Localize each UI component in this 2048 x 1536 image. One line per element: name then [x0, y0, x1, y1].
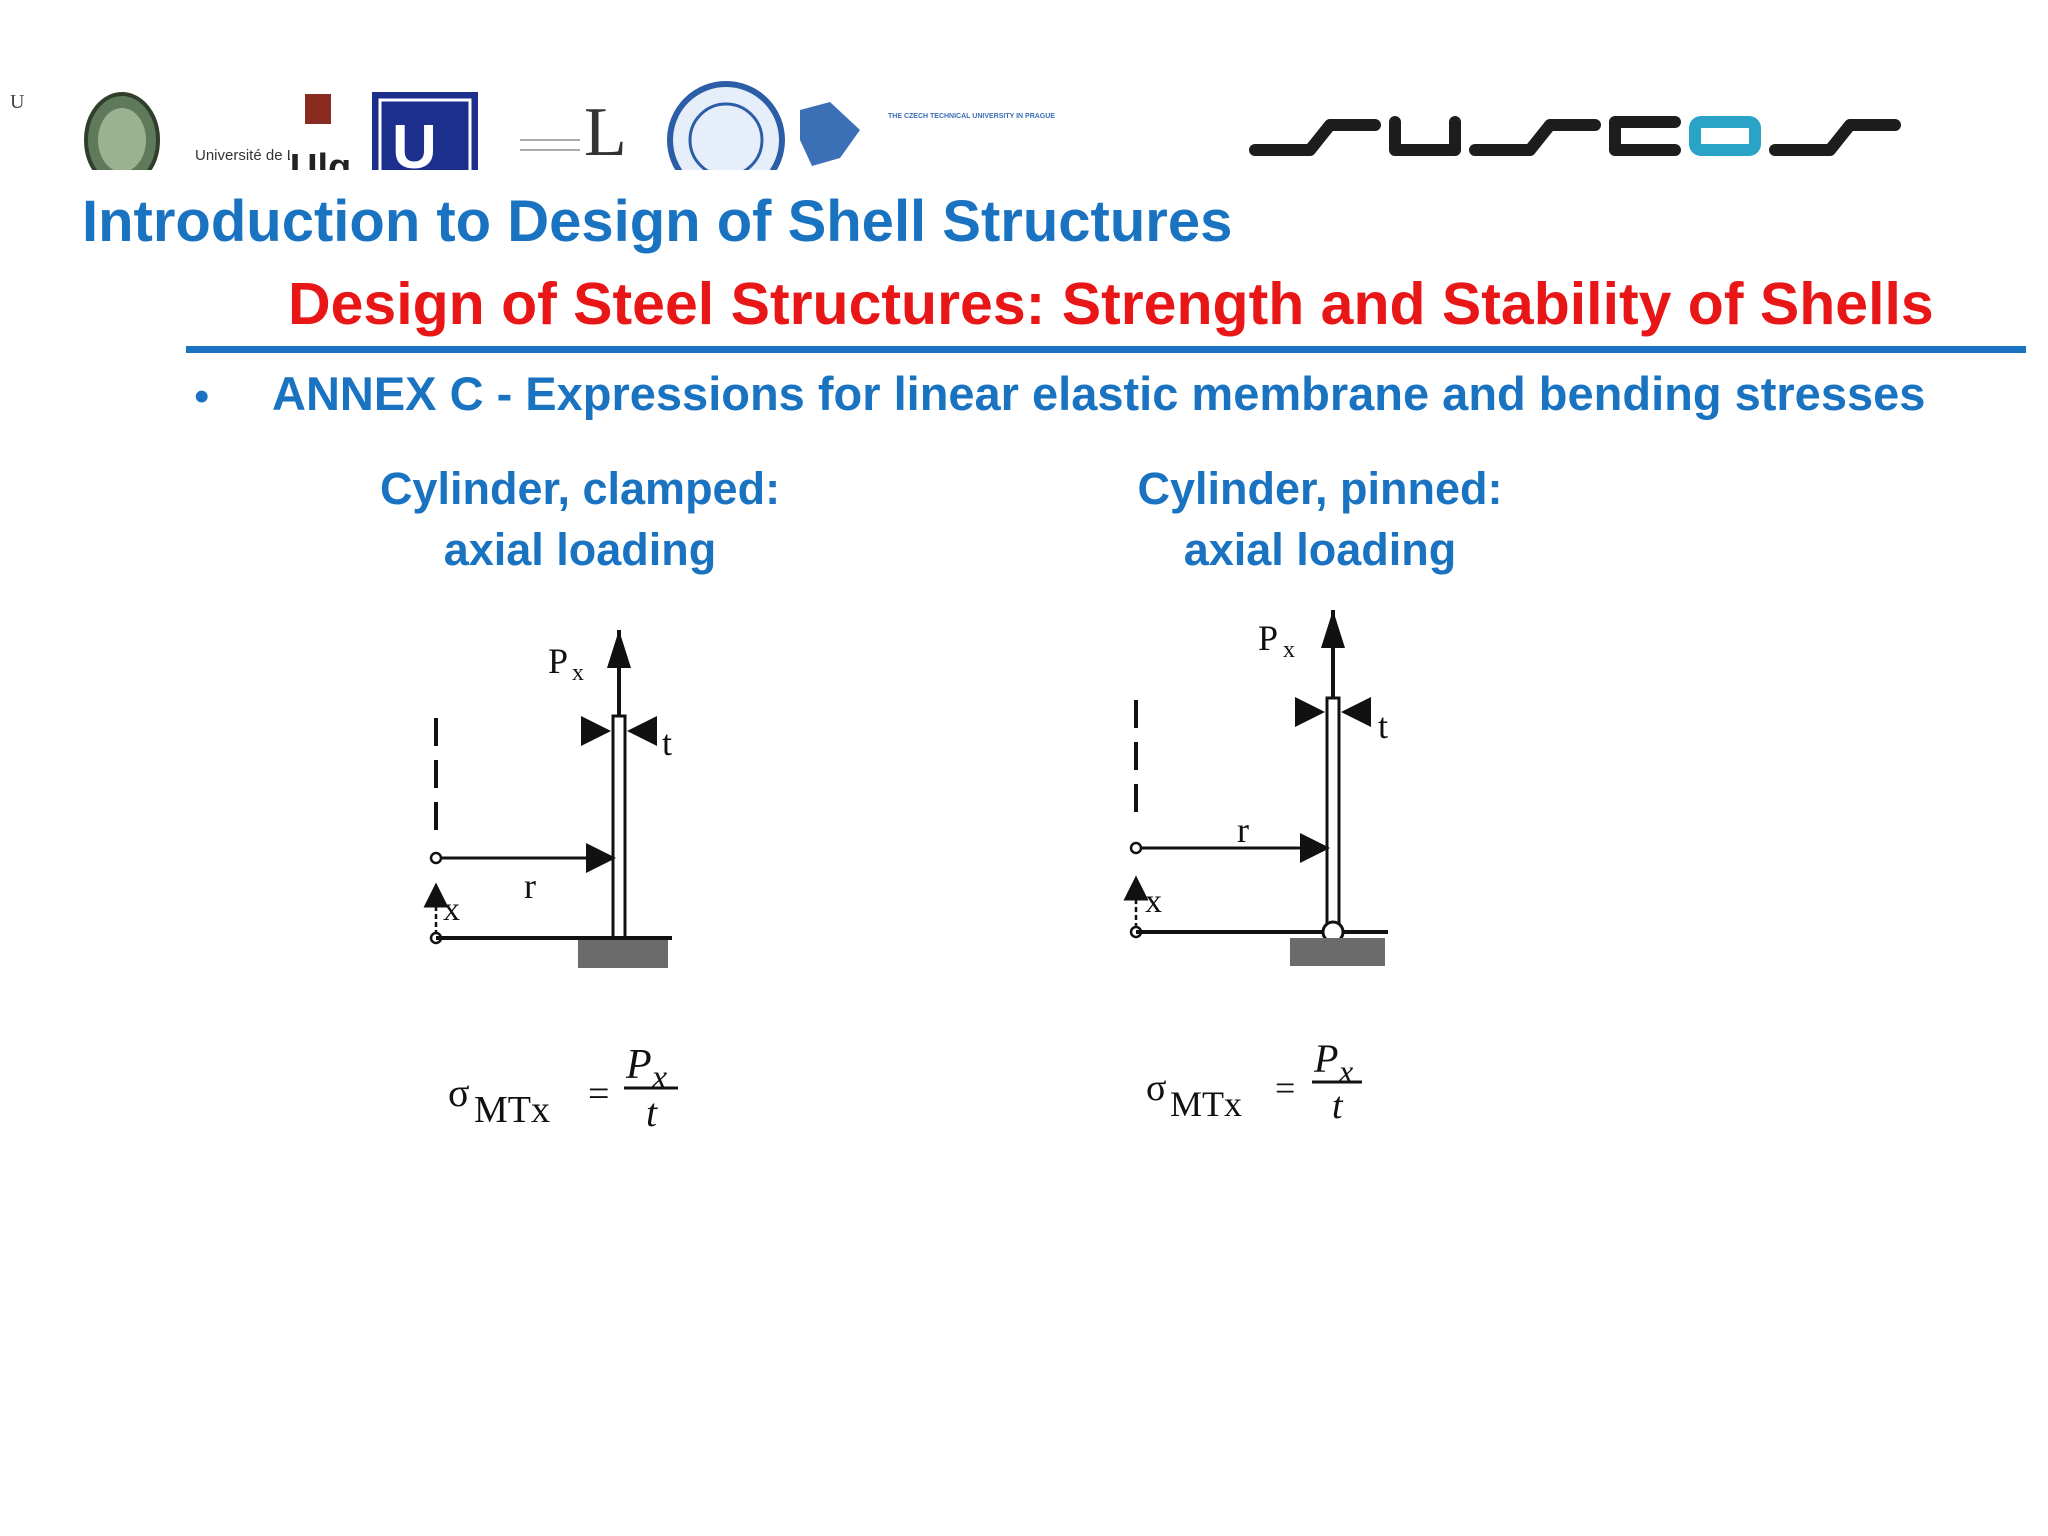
load-arrow-head: [1321, 610, 1345, 648]
case-title-pinned: Cylinder, pinned: axial loading: [1100, 458, 1540, 580]
svg-text:THE CZECH TECHNICAL UNIVERSITY: THE CZECH TECHNICAL UNIVERSITY IN PRAGUE: [888, 113, 1055, 120]
formula-clamped: σ MTx = P x t: [448, 1042, 678, 1135]
axis-label: x: [1145, 883, 1162, 920]
formula-denominator: t: [646, 1090, 658, 1135]
bullet-icon: •: [194, 372, 210, 421]
ground-support: [1290, 938, 1385, 966]
case-title-clamped: Cylinder, clamped: axial loading: [360, 458, 800, 580]
ground-support: [578, 940, 668, 968]
thickness-label: t: [662, 723, 672, 763]
case-title-line1: Cylinder, pinned:: [1137, 463, 1503, 514]
logo-bar: U Université de Liège Ulg U L: [0, 40, 2048, 199]
formula-sigma-subscript: MTx: [474, 1089, 550, 1131]
radius-origin: [1129, 841, 1143, 855]
load-label: P: [548, 641, 568, 681]
radius-label: r: [524, 866, 536, 906]
svg-text:L: L: [584, 94, 627, 170]
axis-label: x: [443, 891, 460, 928]
formula-pinned: σ MTx = P x t: [1146, 1036, 1362, 1127]
radius-label: r: [1237, 810, 1249, 850]
radius-origin: [429, 851, 443, 865]
shell-wall: [1325, 696, 1341, 932]
clamped-cylinder-diagram: [423, 630, 672, 968]
pinned-cylinder-diagram: [1123, 610, 1388, 966]
shell-wall: [611, 714, 627, 940]
formula-denominator: t: [1332, 1085, 1344, 1127]
slide-subtitle: Design of Steel Structures: Strength and…: [288, 271, 1934, 337]
slide-title: Introduction to Design of Shell Structur…: [82, 189, 1233, 254]
thickness-label: t: [1378, 706, 1388, 746]
case-title-line2: axial loading: [443, 524, 717, 575]
czech-technical-university-logo: THE CZECH TECHNICAL UNIVERSITY IN PRAGUE: [800, 102, 1055, 166]
formula-equals: =: [1275, 1068, 1295, 1108]
formula-sigma: σ: [1146, 1067, 1166, 1109]
formula-sigma-subscript: MTx: [1170, 1084, 1242, 1124]
small-u-mark: U: [10, 91, 25, 113]
case-title-line2: axial loading: [1183, 524, 1457, 575]
load-arrow-head: [607, 630, 631, 668]
suscos-logo: [1249, 116, 1901, 156]
load-subscript: x: [1283, 637, 1295, 663]
formula-sigma: σ: [448, 1070, 470, 1115]
lulea-logo: L: [520, 94, 627, 171]
title-divider: [186, 346, 2026, 353]
formula-numerator-subscript: x: [1338, 1053, 1353, 1089]
case-title-line1: Cylinder, clamped:: [379, 463, 781, 514]
load-subscript: x: [572, 660, 584, 686]
bullet-text: ANNEX C - Expressions for linear elastic…: [272, 367, 1926, 420]
load-label: P: [1258, 618, 1278, 658]
logo-strip: U Université de Liège Ulg U L: [10, 81, 1901, 199]
formula-numerator: P: [1313, 1036, 1338, 1081]
formula-numerator: P: [625, 1042, 652, 1088]
formula-equals: =: [588, 1073, 609, 1115]
